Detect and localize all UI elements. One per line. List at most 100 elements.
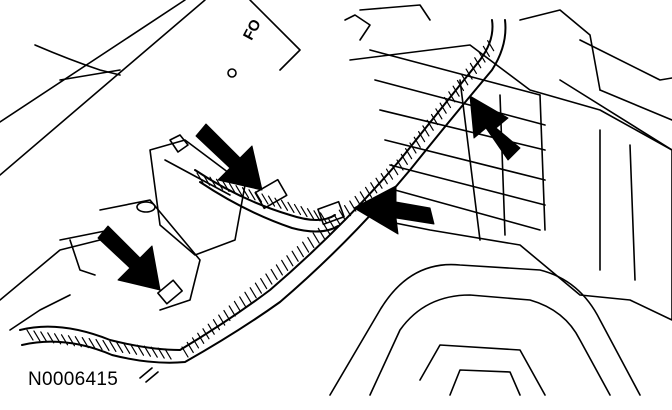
harness-wrap-stroke — [40, 331, 48, 343]
harness-wrap-stroke — [343, 205, 352, 217]
harness-wrap-stroke — [280, 199, 289, 211]
harness-wrap-stroke — [26, 329, 34, 341]
harness-wrap-stroke — [233, 300, 242, 312]
harness-wrap-stroke — [474, 57, 482, 69]
harness-wrap-stroke — [235, 185, 243, 197]
harness-wrap-hatching — [26, 40, 495, 360]
harness-wrap-stroke — [375, 177, 383, 189]
harness-wrap-stroke — [300, 206, 308, 218]
harness-wrap-stroke — [469, 62, 478, 75]
harness-wrap-stroke — [328, 218, 336, 230]
harness-wrap-stroke — [116, 341, 124, 353]
harness-wrap-stroke — [33, 330, 41, 342]
harness-wrap-stroke — [207, 323, 215, 335]
harness-wrap-stroke — [461, 74, 469, 86]
harness-wrap-stroke — [482, 45, 490, 57]
harness-wrap-stroke — [291, 250, 299, 262]
harness-wrap-stroke — [260, 277, 268, 290]
harness-wrap-stroke — [465, 68, 473, 80]
leader-line — [139, 367, 159, 383]
arrow-2 — [97, 225, 161, 291]
harness-wrap-stroke — [487, 40, 495, 52]
harness-wrap-stroke — [287, 201, 295, 213]
harness-wrap-stroke — [313, 210, 321, 222]
harness-wrap-stroke — [400, 153, 408, 165]
harness-wrap-stroke — [228, 182, 237, 195]
harness-wrap-stroke — [391, 163, 399, 176]
harness-wrap-stroke — [275, 264, 283, 276]
harness-wrap-stroke — [196, 172, 204, 184]
harness-wrap-stroke — [317, 227, 325, 240]
harness-wrap-stroke — [261, 193, 269, 205]
harness-wrap-stroke — [478, 51, 486, 63]
harness-wrap-stroke — [426, 119, 434, 131]
harness-wrap-stroke — [281, 259, 289, 271]
harness-wrap-stroke — [413, 136, 421, 148]
body-panel-outlines — [0, 0, 672, 331]
harness-wrap-stroke — [286, 255, 294, 267]
arrow-4 — [469, 95, 521, 161]
harness-wrap-stroke — [405, 148, 413, 160]
harness-wrap-stroke — [186, 341, 194, 354]
harness-wrap-stroke — [439, 102, 447, 114]
harness-wrap-stroke — [209, 176, 217, 188]
harness-wrap-stroke — [95, 338, 103, 351]
harness-wrap-stroke — [81, 337, 89, 349]
harness-wrap-stroke — [312, 232, 320, 244]
harness-wrap-stroke — [370, 182, 378, 194]
harness-wrap-stroke — [102, 339, 110, 352]
harness-wrap-stroke — [364, 186, 373, 198]
harness-wrap-stroke — [443, 96, 452, 109]
harness-wrap-stroke — [244, 291, 252, 303]
harness-wrap-stroke — [241, 187, 250, 199]
harness-wrap-stroke — [456, 79, 465, 92]
harness-wrap-stroke — [157, 347, 165, 359]
harness-wrap-stroke — [223, 309, 231, 322]
harness-wrap-stroke — [239, 296, 247, 308]
harness-wrap-stroke — [249, 287, 257, 299]
connector — [157, 134, 345, 305]
harness-wrap-stroke — [417, 130, 426, 143]
harness-wrap-stroke — [212, 319, 221, 331]
harness-wrap-stroke — [267, 195, 276, 207]
harness-wrap-stroke — [306, 208, 315, 220]
harness-wrap-stroke — [248, 189, 256, 201]
harness-wrap-stroke — [270, 268, 278, 281]
harness-wrap-stroke — [319, 212, 328, 224]
harness-wrap-stroke — [88, 337, 96, 350]
lower-duct — [329, 263, 641, 396]
harness-wrap-stroke — [215, 178, 224, 190]
harness-wrap-stroke — [302, 241, 310, 253]
harness-wrap-stroke — [293, 203, 302, 216]
harness-wrap-stroke — [74, 336, 82, 348]
harness-wrap-stroke — [202, 174, 211, 186]
harness-wrap-stroke — [129, 343, 138, 355]
harness-wrap-stroke — [385, 168, 394, 180]
harness-wrap-stroke — [60, 334, 69, 346]
harness-wrap-stroke — [191, 337, 200, 349]
harness-wrap-stroke — [143, 345, 151, 357]
harness-wrap-stroke — [322, 223, 331, 235]
harness-wrap-stroke — [274, 197, 282, 209]
harness-wrap-stroke — [435, 108, 443, 120]
harness-wrap-stroke — [136, 344, 145, 356]
harness-wrap-stroke — [254, 282, 263, 294]
harness-wrap-stroke — [202, 328, 210, 340]
harness-wrap-stroke — [67, 335, 76, 347]
harness-wrap-stroke — [296, 246, 304, 258]
harness-wrap-stroke — [164, 348, 172, 360]
arrow-3 — [353, 185, 435, 235]
harness-wrap-stroke — [396, 159, 404, 171]
figure-id-label: N0006415 — [28, 369, 119, 390]
harness-wrap-stroke — [265, 273, 273, 285]
harness-wrap-stroke — [47, 332, 55, 344]
harness-wrap-stroke — [307, 236, 315, 249]
harness-wrap-stroke — [338, 209, 346, 221]
harness-wrap-stroke — [359, 191, 367, 203]
harness-wrap-stroke — [349, 200, 357, 212]
harness-wrap-stroke — [380, 173, 388, 185]
harness-wrap-stroke — [54, 333, 62, 345]
harness-wrap-stroke — [452, 85, 460, 97]
harness-wrap-stroke — [222, 180, 230, 192]
